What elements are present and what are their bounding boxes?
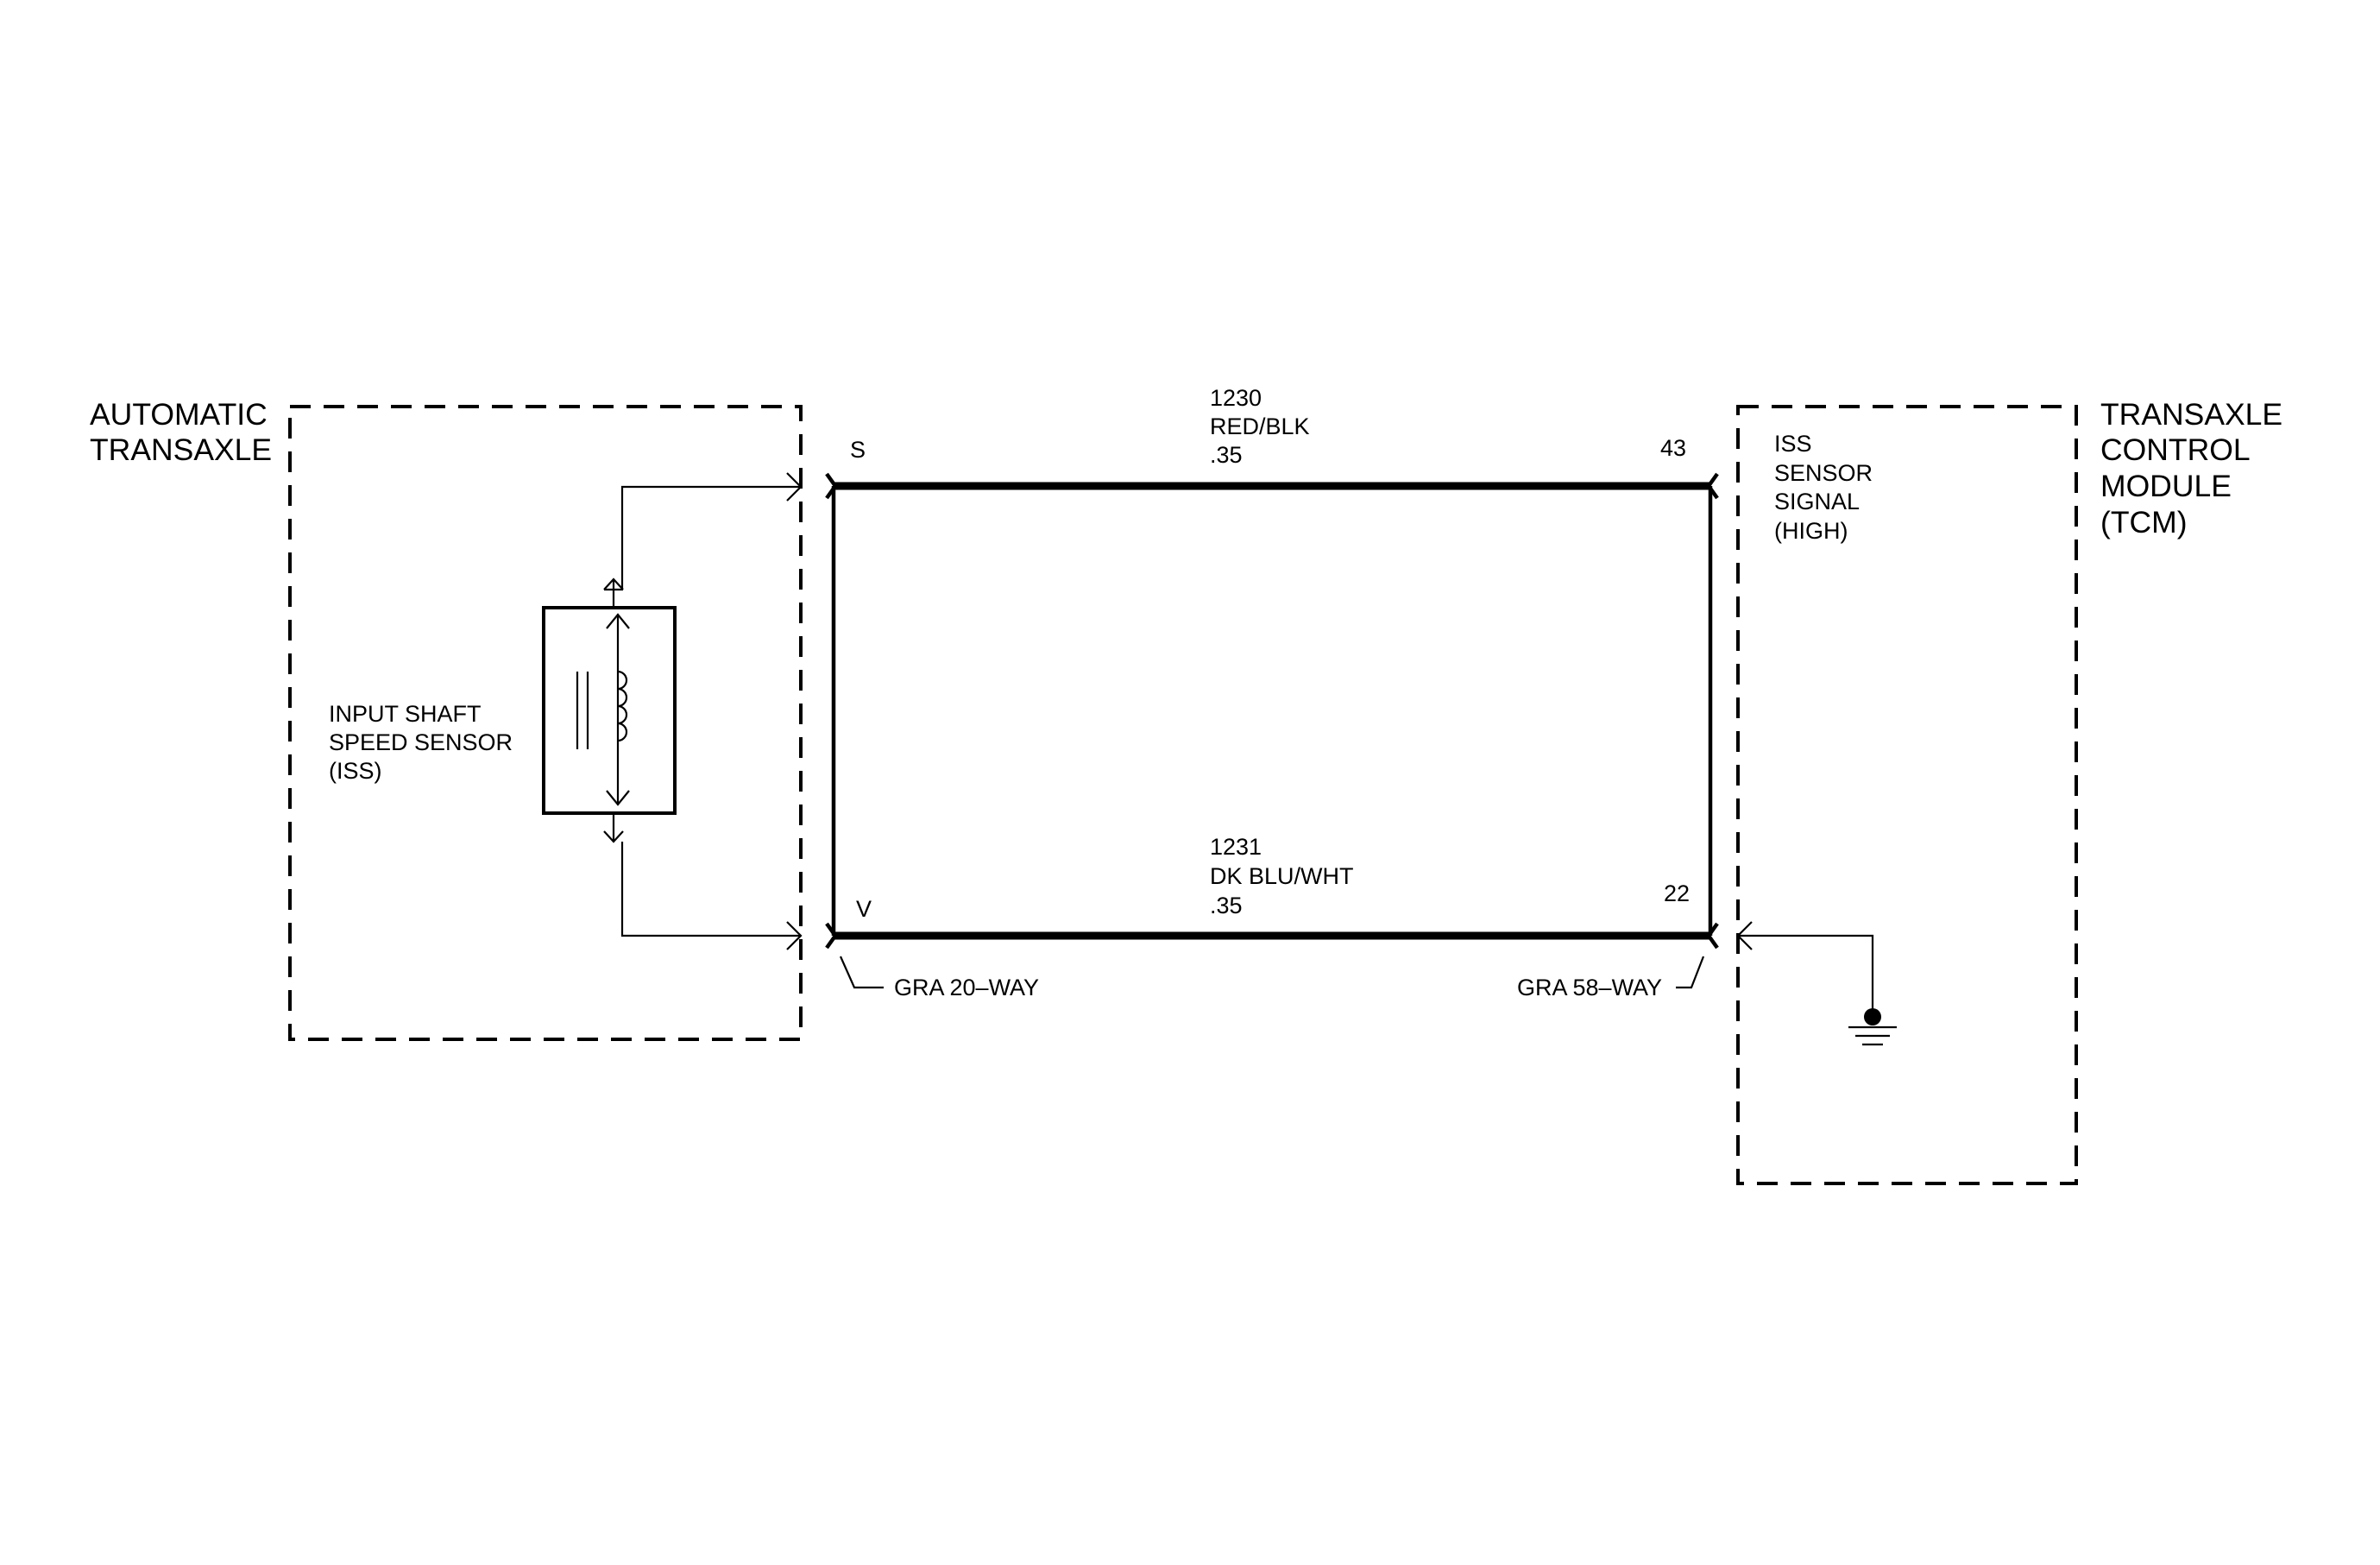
- pin-terminal-marks: [825, 472, 1719, 950]
- tcm-pin-function-line1: ISS: [1774, 431, 1812, 457]
- iss-lead-bottom: [620, 842, 801, 937]
- pin-v-label: V: [856, 896, 872, 922]
- right-connector-label: GRA 58–WAY: [1517, 975, 1662, 1000]
- tcm-pin-function-line4: (HIGH): [1774, 518, 1848, 544]
- iss-lead-bottom-arrow: [786, 921, 803, 950]
- tcm-label-line2: CONTROL: [2100, 432, 2251, 467]
- iss-label-line3: (ISS): [329, 758, 382, 784]
- transaxle-label-line2: TRANSAXLE: [90, 432, 272, 467]
- pin-s-label: S: [850, 437, 866, 463]
- iss-label-line2: SPEED SENSOR: [329, 729, 513, 755]
- magnetic-pickup-coil-icon: [542, 577, 677, 843]
- pin-22-label: 22: [1664, 880, 1690, 906]
- tcm-label-line4: (TCM): [2100, 505, 2188, 540]
- pin-43-label: 43: [1660, 435, 1686, 461]
- wire-1231-circuit: 1231: [1210, 834, 1262, 860]
- wire-1231-gauge: .35: [1210, 893, 1243, 918]
- iss-lead-top-arrow: [786, 472, 803, 502]
- tcm-pin-function-line2: SENSOR: [1774, 460, 1873, 486]
- ground-icon: [1848, 1008, 1897, 1046]
- tcm-ground-lead: [1738, 934, 1874, 1017]
- transaxle-label-line1: AUTOMATIC: [90, 397, 268, 432]
- left-connector-leader: [839, 956, 884, 989]
- tcm-label-line1: TRANSAXLE: [2100, 397, 2282, 432]
- tcm-module-boundary: [1736, 405, 2078, 1185]
- tcm-pin-function-line3: SIGNAL: [1774, 489, 1860, 514]
- right-connector-leader: [1676, 956, 1705, 989]
- wire-1230-circuit: 1230: [1210, 385, 1262, 411]
- left-connector-label: GRA 20–WAY: [894, 975, 1039, 1000]
- wire-1231-color: DK BLU/WHT: [1210, 863, 1354, 889]
- iss-label-line1: INPUT SHAFT: [329, 701, 482, 727]
- tcm-input-arrow: [1736, 921, 1753, 950]
- wire-1230-gauge: .35: [1210, 442, 1243, 468]
- tcm-label-line3: MODULE: [2100, 469, 2232, 503]
- transaxle-module-boundary: [288, 405, 803, 1041]
- wire-1230-color: RED/BLK: [1210, 413, 1310, 439]
- iss-lead-top: [620, 485, 801, 590]
